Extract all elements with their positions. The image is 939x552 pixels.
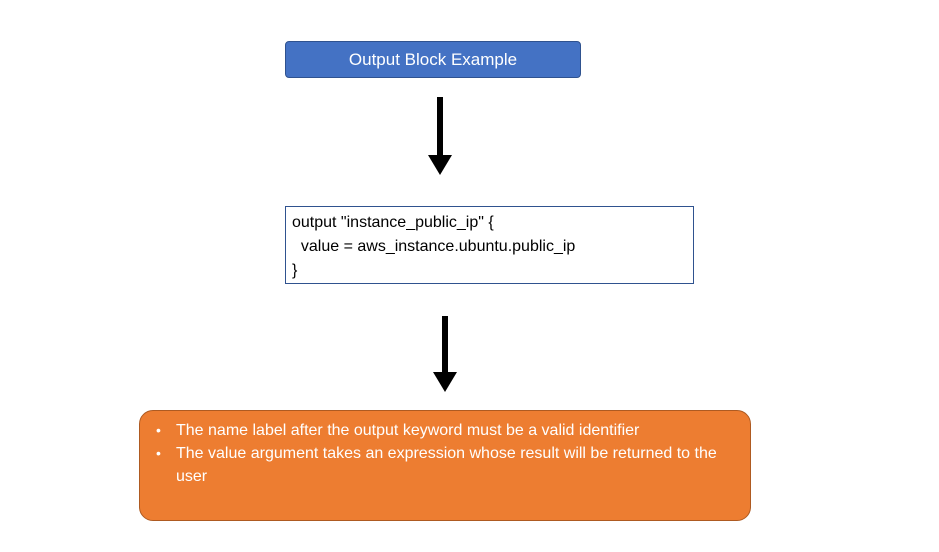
diagram-title-box: Output Block Example xyxy=(285,41,581,78)
bullet-item: • The value argument takes an expression… xyxy=(156,442,736,488)
down-arrow-icon xyxy=(428,97,452,175)
diagram-title: Output Block Example xyxy=(348,49,518,69)
code-line: output "instance_public_ip" { xyxy=(292,214,494,231)
bullet-text: The name label after the output keyword … xyxy=(176,422,640,439)
code-line: } xyxy=(292,262,298,279)
bullet-text: The value argument takes an expression w… xyxy=(176,445,717,485)
down-arrow-icon xyxy=(433,316,457,392)
bullet-dot-icon: • xyxy=(156,422,161,438)
code-line: value = aws_instance.ubuntu.public_ip xyxy=(292,238,576,255)
notes-box: • The name label after the output keywor… xyxy=(139,410,751,521)
bullet-item: • The name label after the output keywor… xyxy=(156,419,736,442)
bullet-dot-icon: • xyxy=(156,445,161,461)
code-block: output "instance_public_ip" { value = aw… xyxy=(285,206,694,284)
